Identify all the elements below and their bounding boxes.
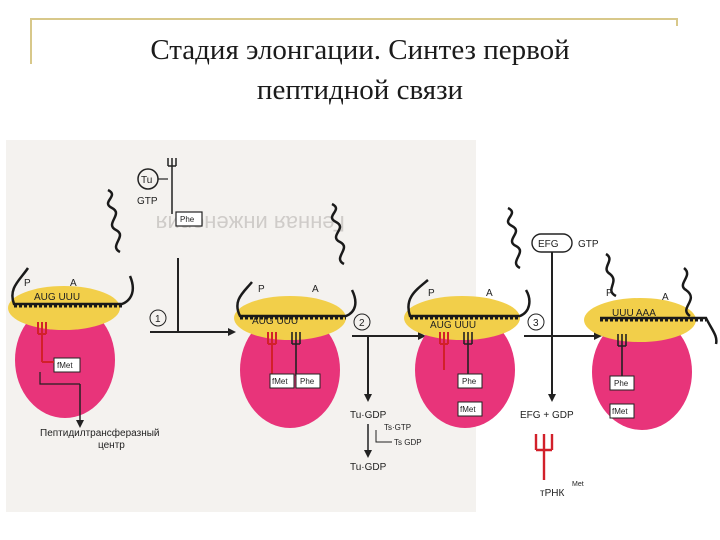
step2-number: 2 xyxy=(359,318,365,329)
codons-label-1: AUG UUU xyxy=(34,292,80,303)
mrna-3 xyxy=(407,279,531,318)
a-site-label-4: A xyxy=(662,292,669,303)
ts-exchange-arrow xyxy=(375,430,392,443)
title-line-1: Стадия элонгации. Синтез первой xyxy=(150,34,570,66)
step2-circle xyxy=(353,313,371,331)
diagram-canvas: Генная инженерия Tu GTP Phe P A AUG UUU … xyxy=(6,140,718,512)
mrna-head-4 xyxy=(605,252,617,298)
tu-gdp-release-arrowhead xyxy=(364,394,372,402)
trna-p-2 xyxy=(267,332,277,376)
mrna-tail-2 xyxy=(330,202,346,266)
mrna-2 xyxy=(236,281,357,318)
peptidyl-center-line2: центр xyxy=(98,440,125,451)
peptidyl-center-line1: Пептидилтрансферазный xyxy=(40,427,160,439)
large-subunit-4 xyxy=(592,314,692,430)
efg-gtp-label: GTP xyxy=(578,239,599,250)
fmet-box-4 xyxy=(609,403,635,419)
fmet-label-3: fMet xyxy=(460,405,476,414)
codons-label-2: AUG UUU xyxy=(252,316,298,327)
large-subunit-2 xyxy=(240,312,340,428)
frame-right-line xyxy=(676,18,678,26)
phe-box-4 xyxy=(609,375,635,391)
pt-center-arrowhead xyxy=(76,420,84,428)
step3-circle xyxy=(527,313,545,331)
released-trna xyxy=(534,434,554,480)
step1-number: 1 xyxy=(155,314,161,325)
step3-number: 3 xyxy=(533,318,539,329)
fmet-box-2 xyxy=(269,373,295,389)
gtp-label: GTP xyxy=(137,196,158,207)
ribosome-1: P A AUG UUU fMet xyxy=(8,188,134,428)
title-line-2: пептидной связи xyxy=(256,74,464,106)
a-site-label-2: A xyxy=(312,284,319,295)
frame-left-line xyxy=(30,18,32,64)
trna-a-3 xyxy=(463,332,473,374)
incoming-trna-stem xyxy=(167,158,177,214)
tu-label: Tu xyxy=(141,175,152,186)
ts-gtp-label: Ts·GTP xyxy=(384,423,411,432)
efg-arrowhead xyxy=(548,394,556,402)
efg-gdp-label: EFG + GDP xyxy=(520,410,574,421)
tu-recycle-arrowhead xyxy=(364,450,372,458)
mrna-1 xyxy=(11,267,134,306)
p-site-label-2: P xyxy=(258,284,265,295)
ribosome-4: P A UUU AAA Phe fMet xyxy=(584,252,718,430)
fmet-label-2: fMet xyxy=(272,377,288,386)
fmet-box-1 xyxy=(53,357,81,373)
step3-arrowhead xyxy=(594,332,602,340)
efg-label: EFG xyxy=(538,239,559,250)
a-site-label-3: A xyxy=(486,288,493,299)
slide-title: Стадия элонгации. Синтез первой пептидно… xyxy=(40,30,680,110)
pt-center-bracket xyxy=(39,372,80,385)
step1-circle xyxy=(149,309,167,327)
small-subunit-1 xyxy=(8,286,120,330)
ribosome-2: P A AUG UUU fMet Phe xyxy=(234,202,357,428)
fmet-label-4: fMet xyxy=(612,407,628,416)
mrna-tail-1 xyxy=(106,188,122,254)
step2-arrowhead xyxy=(418,332,426,340)
mrna-tail-3 xyxy=(506,206,522,270)
p-site-label-3: P xyxy=(428,288,435,299)
step1-arrowhead xyxy=(228,328,236,336)
trna-met-label: тРНК xyxy=(540,488,564,499)
phe-label-4: Phe xyxy=(614,379,629,388)
elongation-diagram: Генная инженерия Tu GTP Phe P A AUG UUU … xyxy=(0,140,720,512)
trna-p-3 xyxy=(439,332,449,370)
p-site-label-1: P xyxy=(24,278,31,289)
trna-a-2 xyxy=(291,332,301,376)
phe-box-2 xyxy=(295,373,321,389)
frame-top-line xyxy=(30,18,678,20)
phe-label-incoming: Phe xyxy=(180,215,195,224)
phe-box-3 xyxy=(457,373,483,389)
a-site-label-1: A xyxy=(70,278,77,289)
codons-label-3: AUG UUU xyxy=(430,320,476,331)
ts-gdp-label: Ts GDP xyxy=(394,438,422,447)
tu-gdp-label: Tu·GDP xyxy=(350,410,387,421)
met-superscript: Met xyxy=(572,481,584,488)
fmet-label-1: fMet xyxy=(57,361,73,370)
mrna-4 xyxy=(600,316,718,345)
phe-box-incoming xyxy=(175,211,203,227)
trna-p-4 xyxy=(617,334,627,376)
p-site-label-4: P xyxy=(606,288,613,299)
fmet-box-3 xyxy=(457,401,483,417)
tu-gdp-label-2: Tu·GDP xyxy=(350,462,387,473)
phe-label-3: Phe xyxy=(462,377,477,386)
phe-label-2: Phe xyxy=(300,377,315,386)
trna-p-1 xyxy=(37,322,47,362)
mrna-tail-4 xyxy=(681,267,693,318)
ribosome-3: P A AUG UUU Phe fMet xyxy=(404,206,531,428)
codons-label-4: UUU AAA xyxy=(612,308,656,319)
